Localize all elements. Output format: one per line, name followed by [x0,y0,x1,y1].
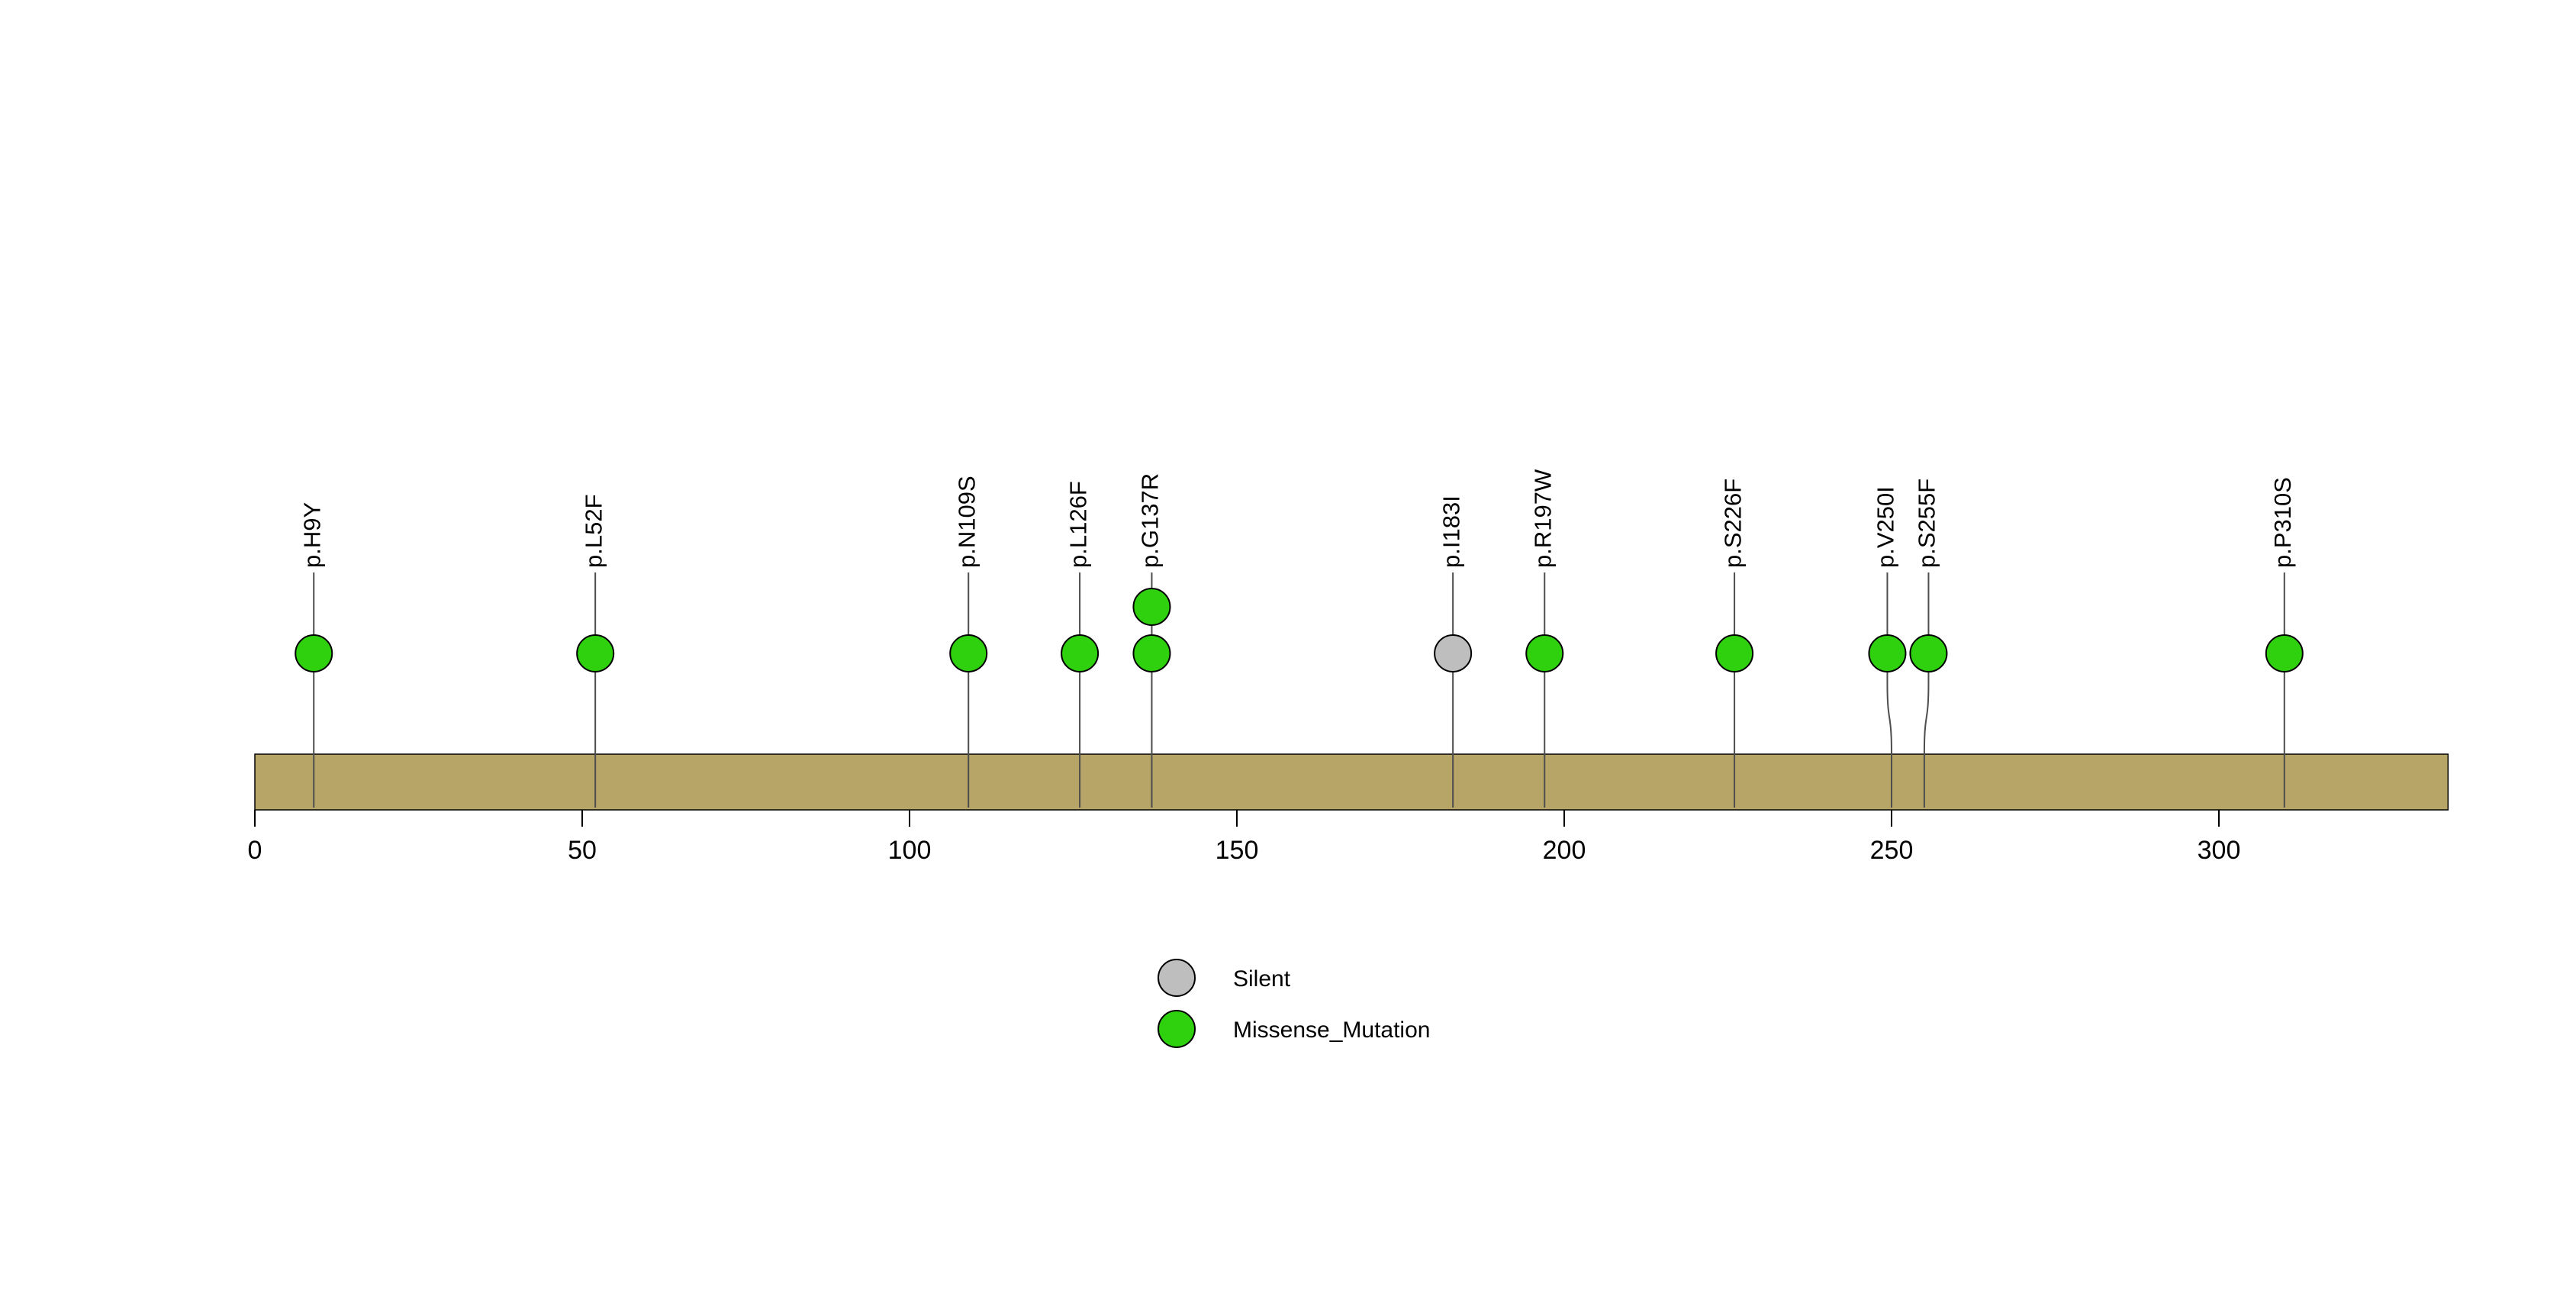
axis-tick-label: 100 [888,836,932,865]
legend-label: Silent [1233,966,1291,992]
legend-item: Missense_Mutation [1158,1010,1430,1048]
mutation-circle [1525,634,1564,672]
mutation-label: p.G137R [1137,473,1164,568]
mutation-label: p.I183I [1438,495,1464,568]
mutation-circle [1061,634,1100,672]
protein-bar [254,753,2449,811]
legend-swatch [1158,959,1196,997]
mutation-circle [1132,588,1171,626]
mutation-circle [1715,634,1754,672]
axis-tick-label: 150 [1216,836,1259,865]
mutation-circle [949,634,988,672]
lollipop-stem [1886,572,1892,808]
mutation-label: p.P310S [2269,477,2296,568]
mutation-label: p.N109S [953,476,980,568]
axis-tick-label: 250 [1870,836,1914,865]
axis-tick-label: 50 [568,836,597,865]
mutation-circle [2265,634,2304,672]
lollipop-stem [1923,572,1930,808]
mutation-label: p.L52F [580,494,607,568]
mutation-label: p.S255F [1914,479,1940,568]
mutation-circle [1132,634,1171,672]
mutation-label: p.R197W [1529,469,1556,568]
mutation-label: p.V250I [1872,486,1899,568]
mutation-circle [1868,634,1907,672]
mutation-label: p.L126F [1064,481,1091,568]
legend-item: Silent [1158,959,1291,997]
axis-tick-label: 300 [2198,836,2241,865]
legend-label: Missense_Mutation [1233,1017,1430,1043]
mutation-circle [295,634,333,672]
mutation-circle [1909,634,1948,672]
axis-tick-label: 0 [248,836,262,865]
axis-tick-label: 200 [1543,836,1586,865]
mutation-circle [1434,634,1473,672]
legend-swatch [1158,1010,1196,1048]
mutation-label: p.H9Y [298,502,325,568]
mutation-circle [576,634,615,672]
mutation-label: p.S226F [1719,479,1746,568]
